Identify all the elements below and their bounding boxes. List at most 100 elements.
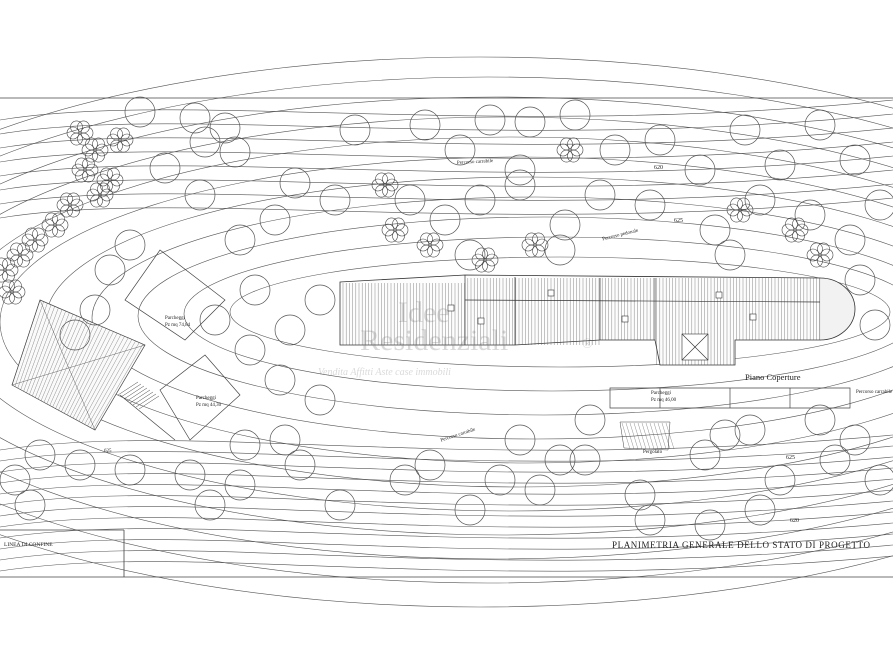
shrub-lobe — [96, 173, 110, 187]
contour-line — [0, 169, 893, 191]
tree-symbol — [559, 99, 591, 131]
tree-symbol — [94, 254, 126, 286]
shrub-lobe — [395, 223, 409, 237]
shrub-lobe — [70, 198, 84, 212]
tree-symbol — [864, 189, 893, 221]
shrub-lobe — [80, 126, 94, 140]
tree-symbol — [304, 284, 336, 316]
watermark-line2: Residenziali — [360, 324, 509, 357]
contour-line — [0, 456, 893, 473]
pergola-hatch-line — [641, 422, 651, 450]
pergola-hatch-line — [665, 422, 675, 450]
contour-line — [0, 156, 893, 488]
contour-line — [0, 113, 893, 135]
shrub-lobe — [45, 212, 58, 226]
shrub-symbol — [41, 212, 69, 238]
shrub-lobe — [17, 242, 30, 256]
shrub-lobe — [781, 223, 795, 237]
shrub-symbol — [66, 120, 94, 146]
tree-symbol — [229, 429, 261, 461]
pavilion-hatch-line — [49, 320, 88, 406]
shrub-lobe — [100, 167, 113, 181]
pavilion-hatch-line — [52, 321, 92, 408]
stair-step — [135, 393, 157, 408]
shrub-lobe — [375, 172, 388, 186]
shrub-symbol — [371, 172, 399, 198]
tree-symbol — [64, 449, 96, 481]
pavilion-roof — [11, 299, 160, 431]
shrub-lobe — [430, 238, 444, 252]
tree-symbol — [819, 444, 851, 476]
shrub-lobe — [32, 227, 45, 241]
tree-symbol — [219, 136, 251, 168]
parking-areas — [119, 249, 851, 441]
contour-line — [137, 216, 893, 416]
tree-symbol — [714, 239, 746, 271]
shrub-lobe — [525, 232, 538, 246]
tree-symbol — [279, 167, 311, 199]
pergola-hatch-line — [653, 422, 663, 450]
contour-line — [0, 141, 893, 163]
shrub-symbol — [81, 137, 109, 163]
tree-symbol — [474, 104, 506, 136]
tree-symbol — [124, 96, 156, 128]
shrub-lobe — [85, 163, 99, 177]
tree-symbol — [514, 106, 546, 138]
contour-line — [0, 544, 893, 561]
tree-symbol — [324, 489, 356, 521]
shrub-lobe — [52, 212, 65, 226]
watermark-line1: Idee — [398, 296, 450, 329]
pavilion-hatch-line — [38, 314, 74, 400]
pavilion-hatch-line — [58, 325, 99, 411]
tree-symbol — [189, 126, 221, 158]
shrub-lobe — [82, 157, 95, 171]
tree-symbol — [744, 184, 776, 216]
shrub-lobe — [71, 163, 85, 177]
shrub-lobe — [560, 137, 573, 151]
shrub-lobe — [730, 197, 743, 211]
shrub-symbol — [56, 192, 84, 218]
tree-symbol — [389, 464, 421, 496]
tree-symbol — [304, 384, 336, 416]
contour-line — [229, 256, 891, 368]
tree-symbol — [264, 364, 296, 396]
pergola-label: Pergolato — [643, 450, 663, 455]
shrub-lobe — [41, 218, 55, 232]
path-label-4: Percorso carrabile — [856, 390, 893, 395]
pergola — [619, 421, 675, 451]
tree-symbol — [569, 444, 601, 476]
tree-symbol — [694, 509, 726, 541]
tree-symbol — [524, 474, 556, 506]
tree-symbol — [274, 314, 306, 346]
shrub-lobe — [97, 182, 110, 196]
parking-label-2b: Pz mq 44,30 — [196, 403, 222, 408]
shrub-lobe — [482, 247, 495, 261]
shrub-lobe — [0, 285, 12, 299]
pergola-hatch-line — [661, 422, 671, 450]
contour-line — [91, 196, 893, 440]
shrub-lobe — [81, 143, 95, 157]
pavilion-hatch-line — [78, 336, 125, 422]
tree-symbol — [644, 124, 676, 156]
parking-label-3b: Pz mq 46,00 — [651, 398, 677, 403]
tree-symbol — [284, 449, 316, 481]
pavilion-hatch-line — [40, 315, 77, 401]
shrub-lobe — [90, 182, 103, 196]
shrub-lobe — [92, 137, 105, 151]
shrub-lobe — [120, 133, 134, 147]
pergola-hatch-line — [633, 422, 643, 450]
tree-symbol — [804, 109, 836, 141]
tree-symbol — [414, 449, 446, 481]
tree-symbol — [224, 224, 256, 256]
shrub-symbol — [381, 217, 409, 243]
stair-step — [117, 381, 139, 396]
shrub-lobe — [740, 203, 754, 217]
shrub-lobe — [66, 126, 80, 140]
tree-symbol — [339, 114, 371, 146]
shrub-lobe — [392, 217, 405, 231]
pavilion-hatch-line — [72, 333, 118, 419]
shrub-lobe — [382, 172, 395, 186]
shrub-symbol — [806, 242, 834, 268]
main-building-roof — [339, 274, 856, 366]
